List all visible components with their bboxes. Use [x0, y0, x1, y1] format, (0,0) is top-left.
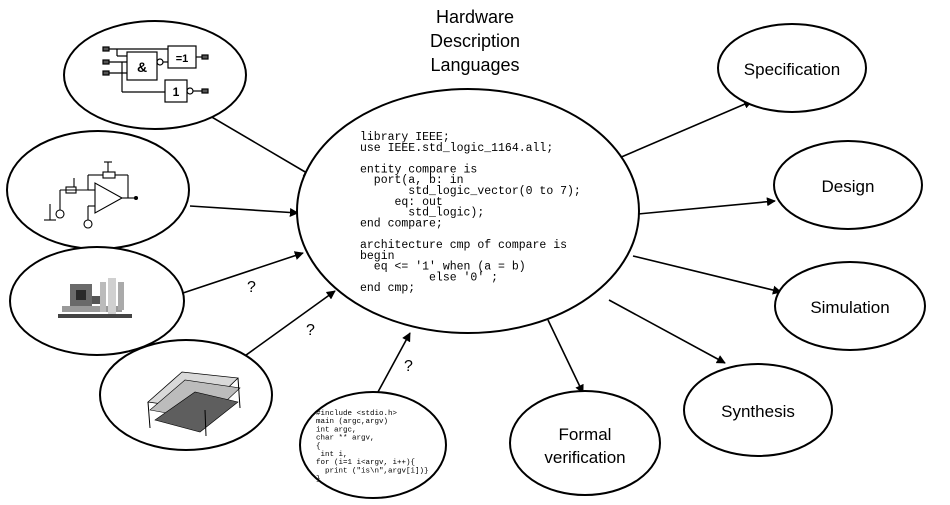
and-gate-icon — [126, 51, 158, 81]
arrow-to-formal-verification — [547, 319, 584, 394]
simulation-label: Simulation — [810, 298, 889, 317]
logic-gates-node: & =1 1 — [63, 20, 247, 130]
and-gate-label: & — [137, 59, 147, 75]
specification-node: Specification — [717, 23, 867, 113]
arrow-photo-to-hdl — [182, 251, 304, 294]
output-pin-icon — [201, 88, 209, 94]
analog-circuit-ellipse — [6, 130, 190, 250]
arrow-circuit-to-hdl — [189, 205, 299, 217]
arrow-to-specification — [611, 100, 753, 162]
input-pin-icon — [102, 59, 110, 65]
vhdl-code-line: use IEEE.std_logic_1164.all; — [360, 142, 553, 155]
synthesis-ellipse — [683, 363, 833, 457]
layout-node — [99, 339, 273, 451]
c-code-line: int argc, — [316, 426, 357, 434]
opamp-schematic-icon — [44, 161, 139, 229]
c-code-line: #include <stdio.h> — [316, 410, 398, 418]
vhdl-code-block: library IEEE;use IEEE.std_logic_1164.all… — [360, 131, 581, 295]
question-mark-photo: ? — [247, 279, 256, 296]
title-line-2: Description — [430, 31, 520, 51]
c-code-line: main (argc,argv) — [316, 418, 388, 426]
vhdl-code-line: architecture cmp of compare is — [360, 239, 567, 252]
specification-label: Specification — [744, 60, 840, 79]
c-code-node: #include <stdio.h>main (argc,argv)int ar… — [299, 391, 447, 499]
arrows — [182, 100, 782, 404]
input-pin-icon — [102, 46, 110, 52]
design-label: Design — [822, 177, 875, 196]
vhdl-code-line: library IEEE; — [360, 131, 450, 144]
vhdl-code-line: entity compare is — [360, 163, 477, 176]
arrow-layout-to-hdl — [234, 290, 336, 364]
c-code-line: int i, — [316, 451, 348, 459]
vhdl-code-line: port(a, b: in — [360, 174, 464, 187]
c-code-line: print ("is\n",argv[i])} — [316, 467, 429, 475]
design-ellipse — [773, 140, 923, 230]
synthesis-label: Synthesis — [721, 402, 795, 421]
simulation-ellipse — [774, 261, 926, 351]
analog-circuit-node — [6, 130, 190, 250]
vhdl-code-line: begin — [360, 250, 395, 263]
formal-verification-node: Formal verification — [509, 390, 661, 496]
formal-verification-label-line-2: verification — [544, 448, 625, 467]
logic-gate-schematic — [102, 45, 209, 103]
vhdl-code-line: end compare; — [360, 217, 443, 230]
title-line-3: Languages — [430, 55, 519, 75]
resistor-icon — [65, 186, 77, 194]
c-code-line: for (i=1 i<argv, i++){ — [316, 459, 415, 467]
output-pin-icon — [201, 54, 209, 60]
synthesis-node: Synthesis — [683, 363, 833, 457]
vhdl-code-line: end cmp; — [360, 282, 415, 295]
chip-layout-icon — [147, 371, 241, 437]
formal-verification-ellipse — [509, 390, 661, 496]
c-code-ellipse — [299, 391, 447, 499]
c-code-line: } — [316, 476, 321, 484]
vhdl-code-line: std_logic_vector(0 to 7); — [360, 185, 581, 198]
logic-gates-ellipse — [63, 20, 247, 130]
question-mark-ccode: ? — [404, 358, 413, 375]
source-icon — [55, 209, 65, 219]
design-node: Design — [773, 140, 923, 230]
specification-ellipse — [717, 23, 867, 113]
vhdl-code-line: eq <= '1' when (a = b) — [360, 261, 526, 274]
chip-photo-icon — [58, 278, 132, 318]
vhdl-code-line: else '0' ; — [360, 271, 498, 284]
arrow-to-simulation — [632, 255, 782, 295]
photo-node — [9, 246, 185, 356]
source-icon — [83, 219, 93, 229]
arrow-to-synthesis — [608, 299, 726, 364]
vhdl-code-line: std_logic); — [360, 207, 484, 220]
arrow-to-design — [637, 197, 776, 215]
c-code-block: #include <stdio.h>main (argc,argv)int ar… — [316, 410, 429, 484]
simulation-node: Simulation — [774, 261, 926, 351]
question-mark-layout: ? — [306, 322, 315, 339]
xor-gate-label: =1 — [176, 53, 189, 65]
hdl-ellipse — [296, 88, 640, 334]
vhdl-code-line: eq: out — [360, 196, 443, 209]
hdl-code-node: library IEEE;use IEEE.std_logic_1164.all… — [296, 88, 640, 334]
buffer-gate-label: 1 — [173, 85, 180, 99]
c-code-line: char ** argv, — [316, 435, 375, 443]
diagram-title: Hardware Description Languages — [430, 7, 520, 75]
title-line-1: Hardware — [436, 7, 514, 27]
opamp-triangle-icon — [94, 182, 124, 214]
c-code-line: { — [316, 443, 321, 451]
formal-verification-label-line-1: Formal — [559, 425, 612, 444]
input-pin-icon — [102, 70, 110, 76]
